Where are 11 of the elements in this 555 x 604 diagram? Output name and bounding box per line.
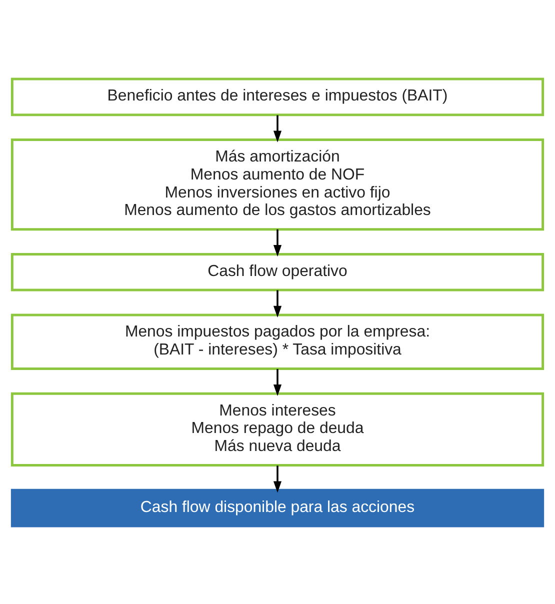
node-box: Cash flow disponible para las acciones bbox=[10, 488, 544, 527]
arrow bbox=[273, 368, 282, 396]
node-box: Más amortización Menos aumento de NOF Menos inversiones en activo fijo Menos aumento de los gastos amortizables bbox=[10, 138, 544, 230]
arrow bbox=[273, 228, 282, 256]
node-box: Menos impuestos pagados por la empresa: (BAIT - intereses) * Tasa impositiva bbox=[10, 313, 544, 370]
arrow bbox=[273, 114, 282, 142]
arrow bbox=[273, 465, 282, 492]
node-box: Cash flow operativo bbox=[10, 252, 544, 291]
node-box: Beneficio antes de intereses e impuestos (BAIT) bbox=[10, 77, 544, 116]
arrow bbox=[273, 290, 282, 317]
node-box: Menos intereses Menos repago de deuda Más nueva deuda bbox=[10, 392, 544, 466]
